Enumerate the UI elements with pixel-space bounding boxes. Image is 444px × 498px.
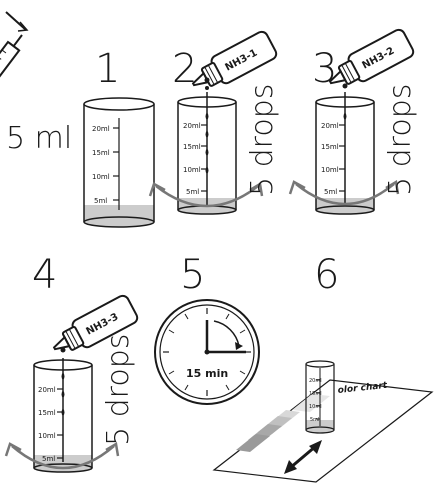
tube-3: 20ml 15ml 10ml 5ml [315,83,375,215]
tick-10ml: 10ml [92,173,110,181]
syringe-icon [0,11,29,92]
tube-1: 20ml 15ml 10ml 5ml [83,97,155,228]
tube-4: 20ml 15ml 10ml 5ml [33,347,93,473]
tick-20ml: 20ml [38,386,56,394]
step-5-number: 5 [180,252,205,298]
tick-20ml: 20ml [183,122,201,130]
step-3-drops: 5 drops [383,84,418,196]
step-1: 1 5 ml [0,11,155,228]
step-4: 4 NH3-3 20ml 15ml 10ml [4,252,139,473]
tick-5ml: 5ml [310,417,319,423]
tick-20ml: 20ml [309,378,322,384]
swirl-arrow-icon [288,179,400,206]
tick-5ml: 5ml [186,188,199,196]
tick-15ml: 15ml [183,143,201,151]
step-2: 2 NH3-1 20ml 15ml [148,30,280,215]
timer-label: 15 min [186,367,228,380]
clock-icon: 15 min [154,299,260,405]
tube-2: 20ml 15ml 10ml 5ml [177,77,237,215]
tick-5ml: 5ml [42,455,55,463]
swirl-arrow-icon [148,181,264,208]
dropper-bottle-icon: NH3-3 [52,294,139,351]
step-6-number: 6 [314,252,339,298]
step-4-drops: 5 drops [101,334,136,446]
tick-10ml: 10ml [309,404,322,410]
tick-5ml: 5ml [94,197,107,205]
tick-15ml: 15ml [321,143,339,151]
step-5: 5 15 min [154,252,260,405]
tick-15ml: 15ml [38,409,56,417]
dropper-bottle-icon: NH3-2 [328,28,415,85]
double-arrow-icon [284,440,322,474]
swirl-arrow-icon [4,441,120,470]
tick-20ml: 20ml [321,122,339,130]
tick-10ml: 10ml [38,432,56,440]
tube-6: 20ml 15ml 10ml 5ml [305,360,335,434]
step-2-drops: 5 drops [245,84,280,196]
tick-10ml: 10ml [321,166,339,174]
tick-15ml: 15ml [309,391,322,397]
step-6: 6 olor chart 20ml 15ml 10ml 5ml [212,252,434,483]
tick-20ml: 20ml [92,125,110,133]
step-3: 3 NH3-2 20ml 15ml 10ml 5ml [288,28,418,215]
step-3-number: 3 [312,46,337,92]
step-1-number: 1 [95,46,120,92]
tick-10ml: 10ml [183,166,201,174]
step-1-volume: 5 ml [6,121,72,156]
step-4-number: 4 [32,252,57,298]
tick-5ml: 5ml [324,188,337,196]
tick-15ml: 15ml [92,149,110,157]
